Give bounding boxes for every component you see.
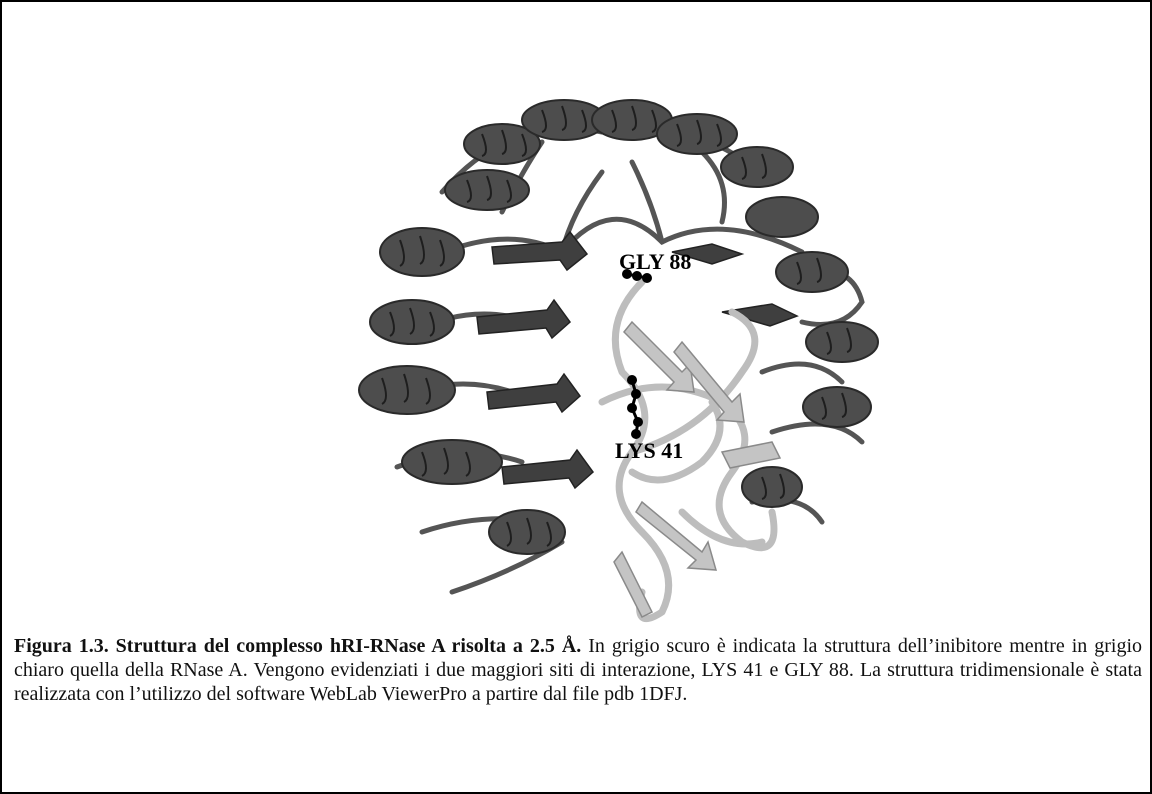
caption-title: Figura 1.3. Struttura del complesso hRI-… [14,635,581,657]
figure-caption: Figura 1.3. Struttura del complesso hRI-… [14,634,1142,706]
lys41-label: LYS 41 [615,438,683,463]
ribbon-diagram: GLY 88 LYS 41 [302,72,922,642]
gly88-label: GLY 88 [619,249,691,274]
protein-structure-figure: GLY 88 LYS 41 [302,72,922,642]
